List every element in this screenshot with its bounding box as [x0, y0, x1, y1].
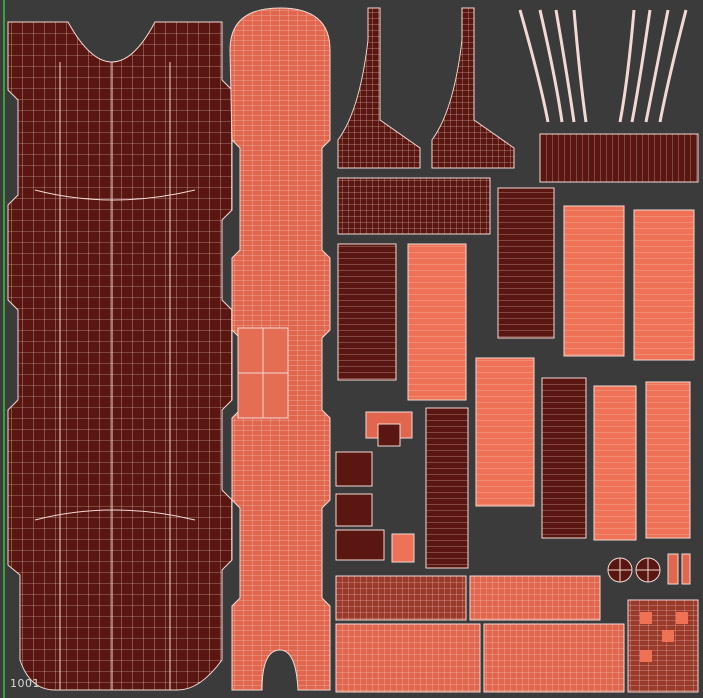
- island-fork-left[interactable]: [337, 7, 421, 169]
- island-fork-right[interactable]: [431, 7, 515, 169]
- island-body-light[interactable]: [229, 7, 331, 691]
- island-circles[interactable]: [607, 553, 691, 585]
- island-bottom-grid[interactable]: [335, 575, 699, 693]
- island-body-dark[interactable]: [7, 21, 233, 691]
- island-curves[interactable]: [518, 9, 688, 123]
- uv-tile-label: 1001: [10, 677, 40, 690]
- island-strips[interactable]: [335, 133, 699, 569]
